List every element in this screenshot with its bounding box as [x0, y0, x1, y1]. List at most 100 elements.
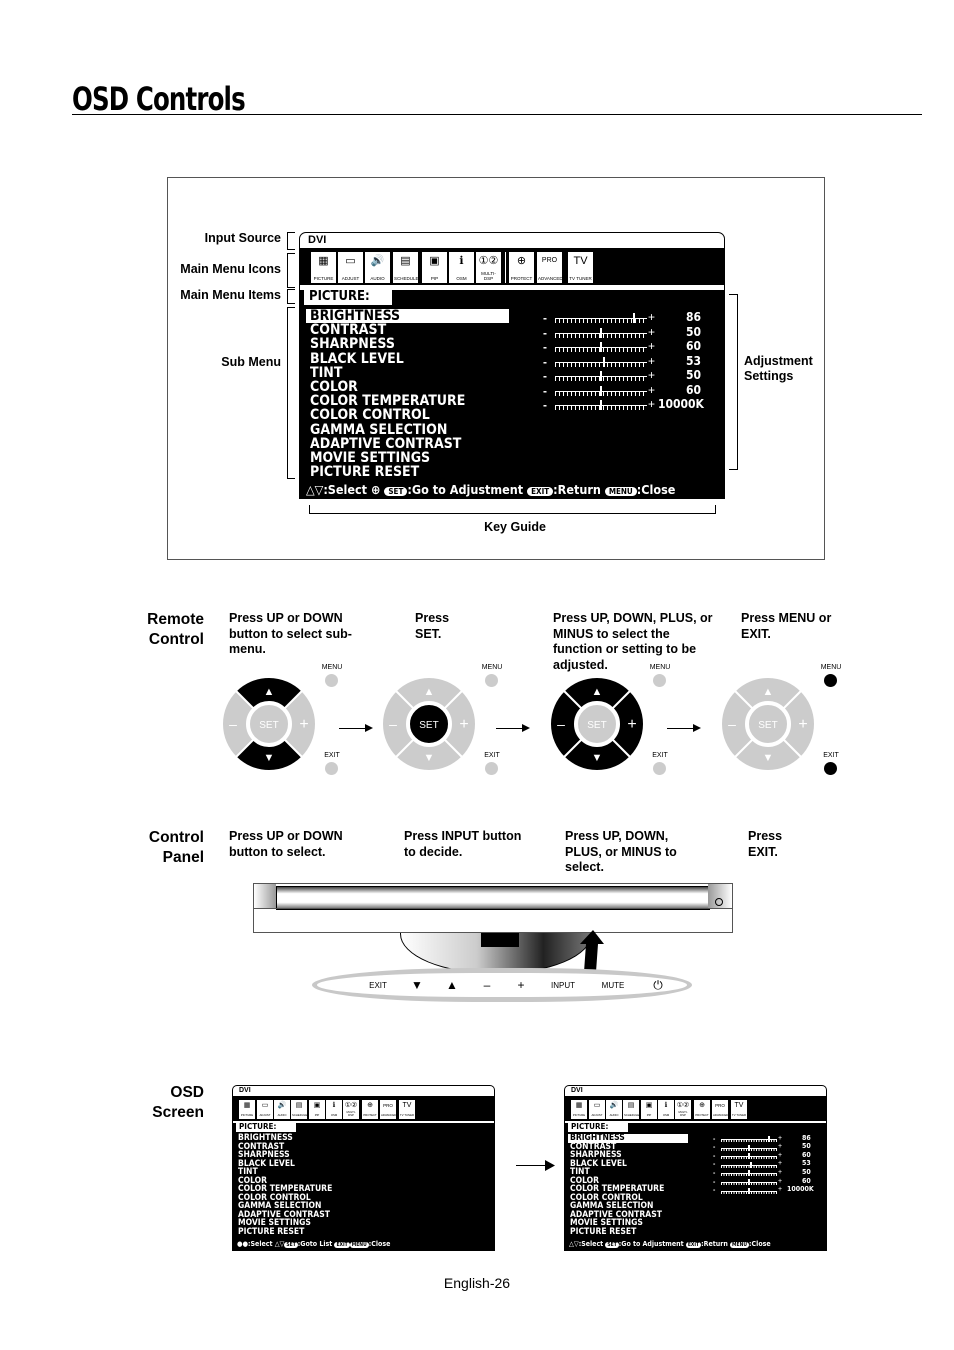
sub-menu-item[interactable]: SHARPNESS: [310, 336, 395, 353]
slider-knob[interactable]: [748, 1179, 750, 1185]
pip-icon-tile[interactable]: ▣PIP: [641, 1100, 657, 1119]
exit-button[interactable]: [653, 762, 666, 775]
exit-button[interactable]: [325, 762, 338, 775]
minus-button[interactable]: –: [483, 978, 491, 992]
minus-button[interactable]: [720, 689, 754, 759]
sub-menu-item[interactable]: BLACK LEVEL: [310, 350, 404, 367]
sub-menu-item[interactable]: TINT: [238, 1167, 258, 1177]
remote-dpad[interactable]: SET▲▼+–: [219, 674, 319, 774]
sub-menu-item[interactable]: COLOR: [310, 379, 358, 395]
slider-track[interactable]: [721, 1139, 777, 1140]
menu-button[interactable]: [653, 674, 666, 687]
sub-menu-item[interactable]: BRIGHTNESS: [238, 1133, 293, 1143]
schedule-icon-tile[interactable]: ▤SCHEDULE: [393, 252, 419, 283]
slider-knob[interactable]: [768, 1136, 771, 1142]
slider-knob[interactable]: [748, 1170, 750, 1177]
pip-icon-tile[interactable]: ▣PIP: [422, 252, 447, 283]
slider-knob[interactable]: [600, 385, 602, 396]
set-button[interactable]: [747, 703, 789, 745]
pip-icon-tile[interactable]: ▣PIP: [309, 1100, 325, 1119]
slider-track[interactable]: [721, 1164, 777, 1166]
sub-menu-item[interactable]: SHARPNESS: [238, 1150, 290, 1160]
sub-menu-item[interactable]: PICTURE RESET: [310, 464, 420, 481]
menu-button[interactable]: [325, 674, 338, 687]
sub-menu-item[interactable]: MOVIE SETTINGS: [238, 1218, 311, 1228]
sub-menu-item[interactable]: MOVIE SETTINGS: [310, 450, 431, 466]
sub-menu-item[interactable]: MOVIE SETTINGS: [570, 1218, 643, 1228]
protect-icon-tile[interactable]: ⊕PROTECT: [509, 252, 534, 283]
sub-menu-item[interactable]: ADAPTIVE CONTRAST: [310, 435, 462, 452]
remote-dpad[interactable]: SET▲▼+–: [379, 674, 479, 774]
picture-icon-tile[interactable]: ▦PICTURE: [239, 1100, 255, 1119]
sub-menu-item[interactable]: SHARPNESS: [570, 1150, 622, 1160]
sub-menu-item[interactable]: TINT: [570, 1167, 590, 1177]
slider-knob[interactable]: [600, 327, 602, 338]
sub-menu-item[interactable]: COLOR CONTROL: [310, 407, 430, 424]
exit-button[interactable]: [485, 762, 498, 775]
slider-track[interactable]: [555, 361, 647, 363]
sub-menu-item[interactable]: CONTRAST: [238, 1141, 285, 1152]
minus-button[interactable]: [549, 689, 583, 759]
slider-knob[interactable]: [748, 1187, 750, 1194]
adjust-icon-tile[interactable]: ▭ADJUST: [257, 1100, 273, 1119]
slider-knob[interactable]: [600, 400, 602, 410]
slider-knob[interactable]: [600, 342, 602, 352]
protect-icon-tile[interactable]: ⊕PROTECT: [362, 1100, 378, 1119]
minus-button[interactable]: [221, 689, 255, 759]
sub-menu-item[interactable]: COLOR TEMPERATURE: [310, 393, 466, 410]
sub-menu-item[interactable]: TINT: [310, 364, 343, 381]
menu-button[interactable]: [824, 674, 837, 687]
slider-knob[interactable]: [633, 313, 636, 323]
exit-button[interactable]: EXIT: [369, 981, 387, 990]
exit-button[interactable]: [824, 762, 837, 775]
sub-menu-item[interactable]: GAMMA SELECTION: [238, 1201, 322, 1211]
sub-menu-item[interactable]: BLACK LEVEL: [238, 1158, 295, 1169]
schedule-icon-tile[interactable]: ▤SCHEDULE: [623, 1100, 639, 1119]
sub-menu-item[interactable]: GAMMA SELECTION: [570, 1201, 654, 1211]
slider-track[interactable]: [555, 318, 647, 319]
picture-icon-tile[interactable]: ▦PICTURE: [311, 252, 336, 283]
adjust-icon-tile[interactable]: ▭ADJUST: [338, 252, 363, 283]
sub-menu-item[interactable]: COLOR CONTROL: [238, 1192, 311, 1203]
slider-knob[interactable]: [748, 1144, 750, 1151]
sub-menu-item[interactable]: BRIGHTNESS: [306, 309, 514, 323]
sub-menu-item[interactable]: BRIGHTNESS: [568, 1134, 688, 1143]
power-button[interactable]: ⏻: [653, 978, 663, 992]
adjust-icon-tile[interactable]: ▭ADJUST: [589, 1100, 605, 1119]
protect-icon-tile[interactable]: ⊕PROTECT: [694, 1100, 710, 1119]
sub-menu-item[interactable]: BLACK LEVEL: [570, 1158, 627, 1169]
sub-menu-item[interactable]: CONTRAST: [310, 322, 387, 339]
picture-icon-tile[interactable]: ▦PICTURE: [571, 1100, 587, 1119]
sub-menu-item[interactable]: ADAPTIVE CONTRAST: [238, 1209, 330, 1220]
sub-menu-item[interactable]: COLOR: [238, 1175, 268, 1186]
slider-knob[interactable]: [600, 371, 602, 381]
menu-button[interactable]: [485, 674, 498, 687]
audio-icon-tile[interactable]: 🔊AUDIO: [274, 1100, 290, 1119]
plus-button[interactable]: +: [517, 978, 525, 992]
audio-icon-tile[interactable]: 🔊AUDIO: [606, 1100, 622, 1119]
set-button[interactable]: [576, 703, 618, 745]
sub-menu-item[interactable]: GAMMA SELECTION: [310, 421, 448, 438]
sub-menu-item[interactable]: PICTURE RESET: [238, 1226, 305, 1237]
slider-knob[interactable]: [749, 1161, 752, 1168]
down-button[interactable]: ▼: [411, 978, 423, 992]
remote-dpad[interactable]: SET▲▼+–: [547, 674, 647, 774]
sub-menu-item[interactable]: COLOR TEMPERATURE: [570, 1184, 665, 1194]
sub-menu-item[interactable]: COLOR CONTROL: [570, 1192, 643, 1203]
input-button[interactable]: INPUT: [551, 981, 575, 990]
mute-button[interactable]: MUTE: [601, 981, 625, 990]
audio-icon-tile[interactable]: 🔊AUDIO: [365, 252, 390, 283]
remote-dpad[interactable]: SET▲▼+–: [718, 674, 818, 774]
slider-knob[interactable]: [748, 1153, 750, 1160]
